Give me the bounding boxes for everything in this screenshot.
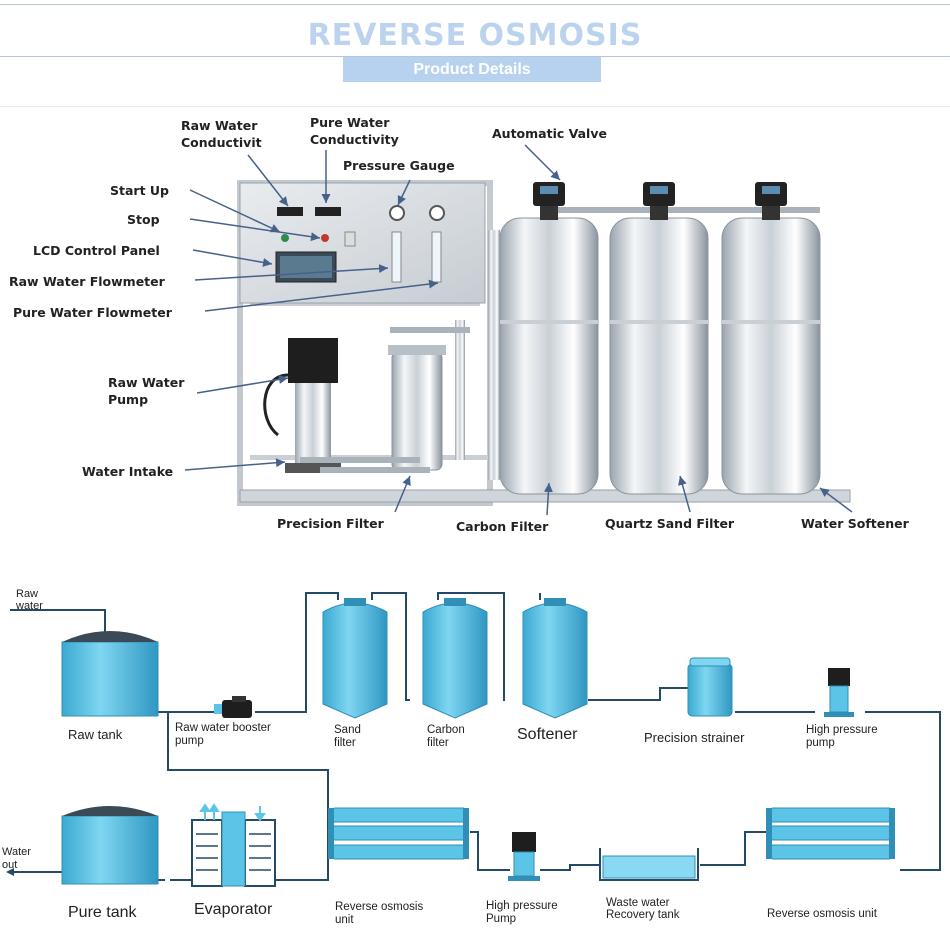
flow-label-high-pressure-pump-top: High pressure pump — [806, 724, 878, 749]
flow-label-waste-water-recovery-tank: Waste water Recovery tank — [606, 897, 680, 921]
callout-arrows — [184, 144, 853, 516]
flow-label-precision-strainer: Precision strainer — [644, 730, 745, 745]
label-raw-water-flowmeter: Raw Water Flowmeter — [9, 274, 165, 289]
filter-tanks — [499, 182, 821, 495]
flow-label-reverse-osmosis-unit-left: Reverse osmosis unit — [335, 901, 424, 926]
label-automatic-valve: Automatic Valve — [492, 126, 607, 141]
label-pure-water-flowmeter: Pure Water Flowmeter — [13, 305, 172, 320]
label-carbon-filter: Carbon Filter — [456, 519, 549, 534]
label-quartz-sand-filter: Quartz Sand Filter — [605, 516, 735, 531]
label-lcd-control-panel: LCD Control Panel — [33, 243, 160, 258]
reverse-osmosis-unit-left-graphic — [328, 807, 469, 860]
flow-label-reverse-osmosis-unit-right: Reverse osmosis unit — [767, 908, 877, 920]
flow-label-raw-water-booster-pump: Raw water booster pump — [175, 722, 271, 747]
flow-label-sand-filter: Sand filter — [334, 724, 361, 749]
flow-label-high-pressure-pump-bottom: High pressure Pump — [486, 900, 558, 925]
header-top-line — [0, 4, 950, 5]
carbon-filter-tank — [422, 598, 488, 719]
precision-filter-graphic — [300, 345, 446, 473]
waste-water-recovery-tank-graphic — [599, 848, 699, 881]
label-raw-water-pump: Raw Water Pump — [108, 375, 185, 407]
flow-label-raw-water: Raw water — [16, 588, 43, 612]
precision-strainer-graphic — [687, 657, 733, 717]
high-pressure-pump-top-graphic — [824, 668, 854, 717]
header-bottom-line — [0, 106, 950, 107]
label-pure-water-conductivity: Pure Water Conductivity — [310, 115, 399, 147]
label-water-intake: Water Intake — [82, 464, 174, 479]
header-divider — [0, 56, 950, 57]
softener-tank — [522, 598, 588, 719]
flow-label-pure-tank: Pure tank — [68, 904, 137, 921]
label-start-up: Start Up — [110, 183, 170, 198]
raw-tank — [61, 631, 159, 717]
label-water-softener: Water Softener — [801, 516, 909, 531]
label-raw-water-conductivity: Raw Water Conductivit — [181, 118, 262, 150]
pure-tank — [61, 806, 159, 885]
raw-water-pump-graphic — [263, 338, 341, 473]
flow-label-evaporator: Evaporator — [194, 901, 273, 918]
flow-label-carbon-filter: Carbon filter — [427, 724, 465, 749]
flow-label-water-out: Water out — [2, 846, 31, 871]
high-pressure-pump-bottom-graphic — [508, 832, 540, 881]
flow-label-raw-tank: Raw tank — [68, 727, 123, 742]
reverse-osmosis-unit-right-graphic — [766, 807, 895, 860]
label-stop: Stop — [127, 212, 160, 227]
evaporator-graphic — [191, 803, 276, 887]
flow-label-softener: Softener — [517, 726, 578, 743]
label-precision-filter: Precision Filter — [277, 516, 384, 531]
page-title: REVERSE OSMOSIS — [307, 18, 643, 53]
raw-water-booster-pump-graphic — [214, 696, 252, 718]
label-pressure-gauge: Pressure Gauge — [343, 158, 455, 173]
water-out-arrow — [6, 868, 14, 876]
sand-filter-tank — [322, 598, 388, 719]
product-details-banner: Product Details — [343, 57, 601, 82]
